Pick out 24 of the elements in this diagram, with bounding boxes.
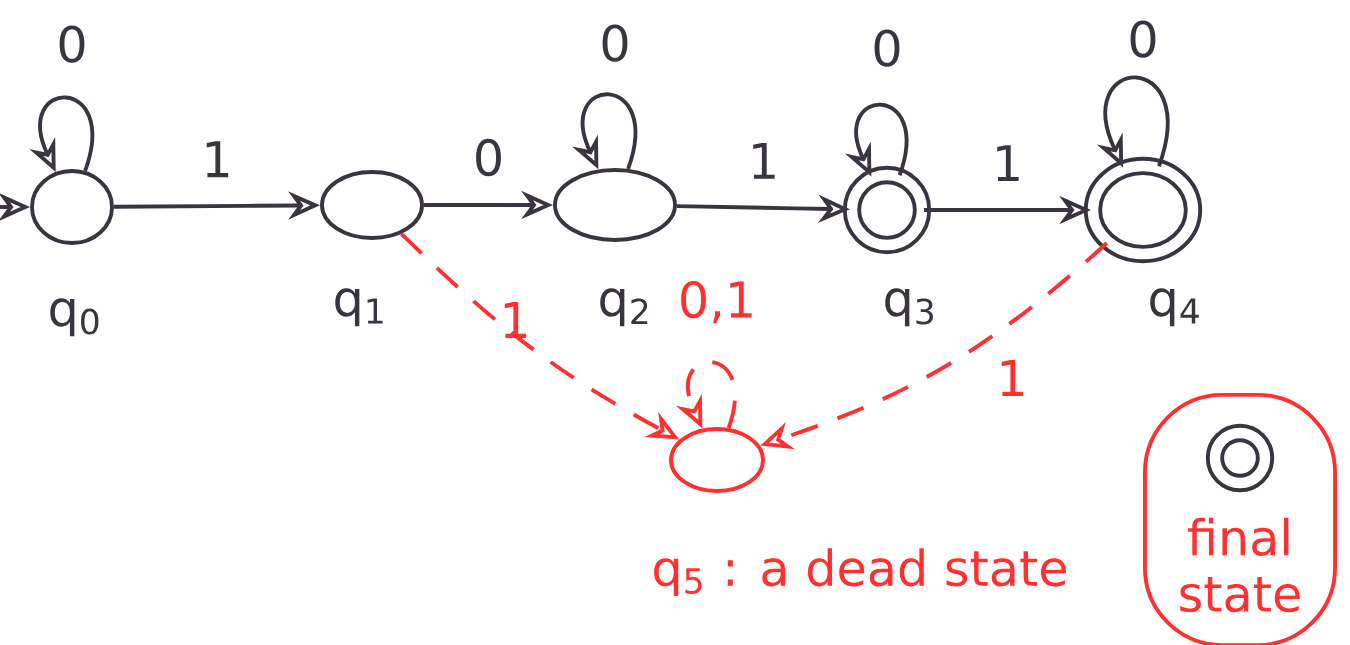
state-label: q$_{0}$	[50, 298, 99, 337]
legend-box: final state	[1143, 393, 1337, 645]
state-circle	[30, 169, 114, 245]
edge-label: 1	[997, 145, 1019, 182]
state-label: q$_{5}$ : a dead state	[654, 548, 1066, 596]
edge-label: 1	[753, 142, 775, 179]
state-circle	[320, 170, 424, 240]
state-label: q$_{3}$	[885, 288, 933, 327]
edge-label: 0	[1130, 20, 1156, 58]
final-state-circle	[1205, 423, 1275, 493]
state-circle	[553, 168, 677, 242]
edge-label: 1	[1001, 360, 1024, 396]
edge-label: 0	[476, 138, 501, 177]
final-state-circle	[842, 165, 932, 255]
state-label: q$_{1}$	[335, 288, 383, 327]
edge-label: 1	[206, 141, 229, 178]
state-circle	[669, 427, 765, 493]
state-label: q$_{4}$	[1150, 288, 1199, 327]
final-state-circle	[1083, 156, 1203, 264]
edge-label: 0	[59, 25, 85, 63]
edge-label: 0,1	[681, 280, 752, 324]
edge-label: 0	[602, 24, 628, 62]
edge-label: 0	[874, 29, 900, 67]
state-label: q$_{2}$	[600, 288, 648, 327]
